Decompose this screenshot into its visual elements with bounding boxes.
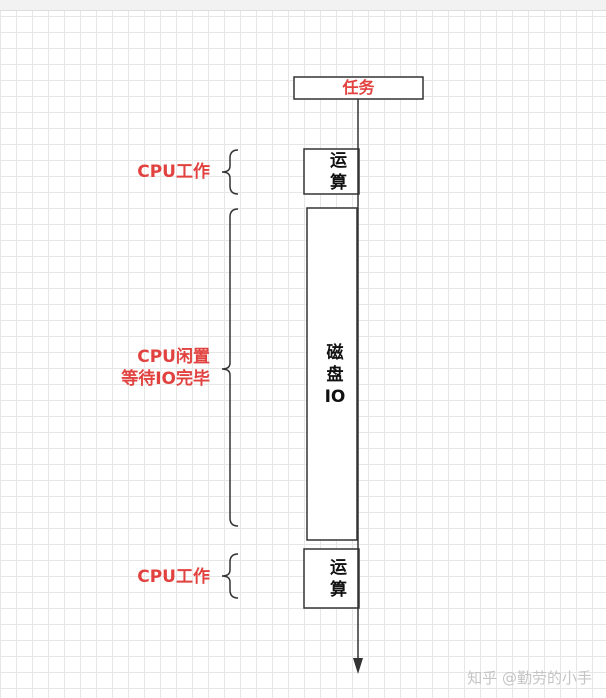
step-2-side-label: CPU闲置 等待IO完毕 — [121, 347, 210, 389]
disk-io-box-label: 磁 盘 IO — [324, 343, 346, 407]
timeline-arrowhead — [353, 658, 363, 674]
compute-box-1-label: 运 算 — [330, 151, 347, 193]
top-strip — [0, 0, 606, 11]
brace-2 — [221, 208, 239, 527]
brace-1 — [221, 149, 239, 195]
compute-box-1 — [303, 148, 360, 195]
task-label: 任务 — [342, 78, 375, 97]
step-1-side-label: CPU工作 — [137, 162, 210, 182]
step-3-side-label: CPU工作 — [137, 567, 210, 587]
compute-box-2-label: 运 算 — [330, 558, 347, 600]
watermark-text: 知乎 @勤劳的小手 — [467, 669, 592, 687]
disk-io-box — [306, 207, 358, 541]
brace-3 — [221, 553, 239, 599]
compute-box-2 — [303, 548, 360, 609]
